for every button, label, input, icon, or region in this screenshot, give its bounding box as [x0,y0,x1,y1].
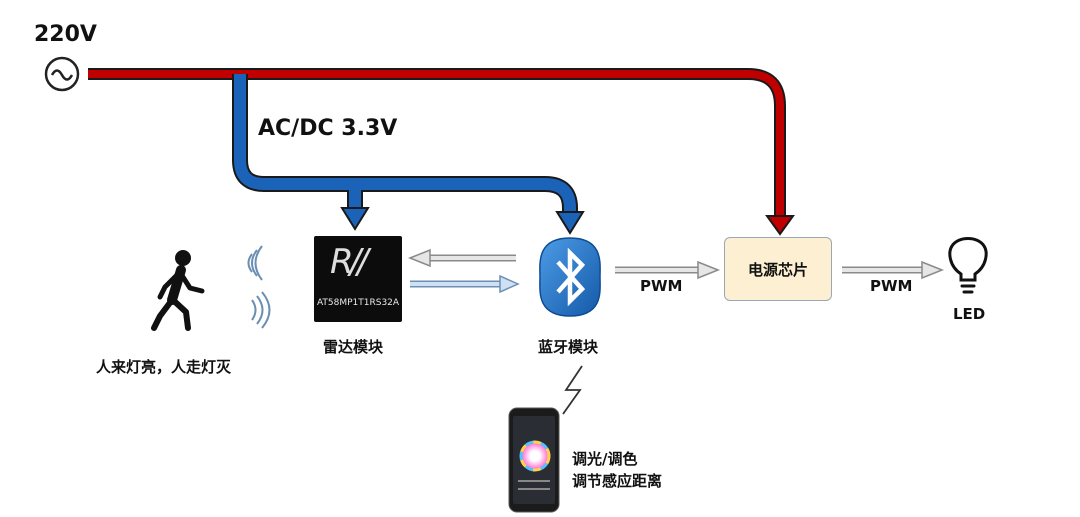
power-chip-box: 电源芯片 [724,237,832,301]
bluetooth-module-label: 蓝牙模块 [538,338,599,356]
bluetooth-icon [539,237,601,317]
pwm-arrow-to-power-chip [615,260,721,280]
radar-wave-icon [247,245,271,329]
radar-chip-marking: AT58MP1T1RS32A [316,298,400,308]
walking-person-icon [151,250,205,331]
led-label: LED [953,305,986,323]
led-bulb-icon [948,237,988,294]
pwm-label-1: PWM [640,277,683,295]
dc-power-line [232,74,585,235]
wireless-link-icon [562,365,583,415]
radar-chip-logo: R// [330,242,368,282]
radar-module-label: 雷达模块 [323,338,384,356]
radar-chip: R// AT58MP1T1RS32A [314,236,402,322]
ac-source-icon [44,56,80,92]
voltage-label: 220V [34,22,97,47]
pwm-arrow-to-led [842,260,945,280]
phone-feature-2: 调节感应距离 [572,472,663,490]
pwm-label-2: PWM [870,277,913,295]
radar-bluetooth-link [407,248,520,294]
power-chip-label: 电源芯片 [747,260,808,279]
ac-power-line [88,68,795,236]
person-caption: 人来灯亮，人走灯灭 [96,358,232,376]
converter-label: AC/DC 3.3V [258,116,398,141]
smartphone-icon [508,407,560,513]
phone-feature-1: 调光/调色 [572,450,638,468]
